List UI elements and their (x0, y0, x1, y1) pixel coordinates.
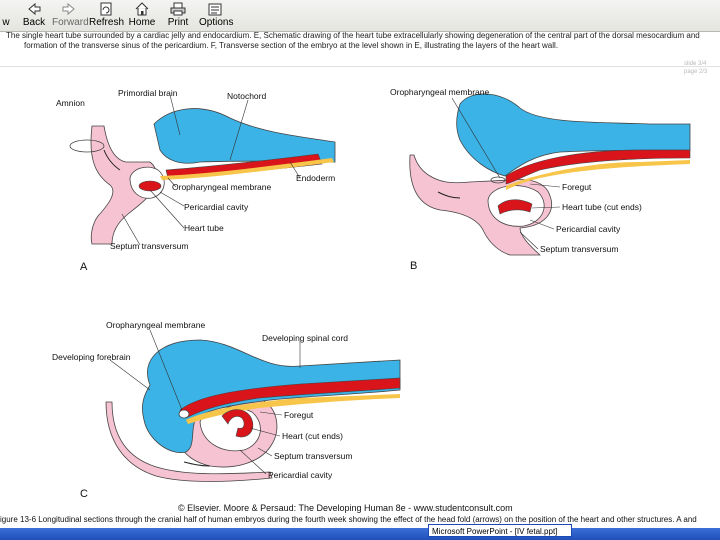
amnion-ring-a (69, 139, 105, 153)
leader-forebrain (109, 359, 151, 391)
heart-tube-a (138, 180, 162, 192)
mesoderm-a (90, 125, 158, 245)
back-button[interactable]: Back (18, 2, 50, 30)
leader-heart-c (249, 427, 281, 437)
forward-button[interactable]: Forward (52, 2, 89, 30)
pager: slide 3/4 page 2/3 (684, 60, 707, 76)
neural-tube-a (153, 108, 336, 164)
print-label: Print (167, 17, 189, 28)
leader-primordial-brain (169, 94, 181, 136)
figure-caption: igure 13-6 Longitudinal sections through… (0, 515, 697, 524)
intro-line-1: The single heart tube surrounded by a ca… (6, 31, 700, 40)
label-endoderm: Endoderm (296, 173, 335, 183)
label-heart-tube-b: Heart tube (cut ends) (562, 202, 642, 212)
leader-heart-tube-b (531, 206, 561, 209)
endoderm-b (505, 149, 691, 185)
divider (0, 66, 720, 67)
label-pericardial-a: Pericardial cavity (184, 202, 249, 212)
home-label: Home (128, 17, 156, 28)
leader-endoderm (289, 161, 301, 179)
fold-arrow-a (103, 149, 121, 171)
endoderm-c (179, 377, 401, 419)
intro-text: The single heart tube surrounded by a ca… (0, 31, 720, 51)
panel-label-c: C (80, 488, 88, 500)
label-primordial-brain: Primordial brain (118, 88, 178, 98)
leader-pericardial-a (159, 191, 185, 207)
label-oropharyngeal-c: Oropharyngeal membrane (106, 320, 205, 330)
label-oropharyngeal-a: Oropharyngeal membrane (172, 182, 271, 192)
panel-c: Oropharyngeal membrane Developing spinal… (52, 320, 401, 500)
neural-tube-b (456, 93, 691, 177)
intro-line-2: formation of the transverse sinus of the… (24, 41, 559, 50)
fold-arrow-c (183, 461, 211, 467)
leader-foregut-b (529, 183, 561, 188)
leader-foregut-c (259, 411, 283, 416)
home-icon (135, 2, 149, 16)
ectoderm-b (506, 160, 690, 190)
oropharyngeal-ring-c (178, 409, 190, 419)
panel-label-b: B (410, 260, 417, 272)
print-button[interactable]: Print (166, 2, 190, 30)
label-septum-b: Septum transversum (540, 244, 618, 254)
leader-notochord (229, 99, 249, 161)
panel-label-a: A (80, 261, 88, 273)
pager-slide: slide 3/4 (684, 61, 707, 67)
options-icon (208, 3, 222, 16)
refresh-button[interactable]: Refresh (89, 2, 125, 30)
leader-pericardial-b (529, 219, 555, 230)
label-septum-c: Septum transversum (274, 451, 352, 461)
leader-oropharyngeal-a (167, 177, 177, 188)
options-label: Options (199, 17, 234, 28)
label-oropharyngeal-b: Oropharyngeal membrane (390, 87, 489, 97)
taskbar (0, 528, 720, 540)
label-heart-tube-a: Heart tube (184, 223, 224, 233)
back-arrow-icon (28, 2, 41, 16)
leader-pericardial-c (239, 449, 267, 475)
home-button[interactable]: Home (127, 2, 157, 30)
pager-page: page 2/3 (684, 69, 708, 75)
label-forebrain: Developing forebrain (52, 352, 131, 362)
label-notochord: Notochord (227, 91, 266, 101)
heart-tube-b (497, 199, 533, 215)
label-heart-c: Heart (cut ends) (282, 431, 343, 441)
ectoderm-c (186, 394, 400, 424)
label-septum-a: Septum transversum (110, 241, 188, 251)
leader-septum-a (121, 213, 141, 246)
forward-arrow-icon (62, 2, 75, 16)
heart-c (221, 409, 254, 438)
panel-b: Oropharyngeal membrane Foregut Heart tub… (390, 87, 691, 272)
label-spinal-cord: Developing spinal cord (262, 333, 348, 343)
refresh-label: Refresh (89, 17, 125, 28)
oropharyngeal-ring-b (490, 176, 506, 184)
amnion-fold-c (105, 401, 273, 482)
view-label: w (2, 17, 10, 28)
leader-oropharyngeal-c (149, 329, 183, 411)
panel-a: Amnion Primordial brain Notochord Endode… (56, 88, 336, 273)
fold-arrow-b (437, 191, 461, 199)
options-button[interactable]: Options (199, 2, 234, 30)
view-button[interactable]: w (0, 2, 12, 30)
label-foregut-b: Foregut (562, 182, 592, 192)
label-pericardial-c: Pericardial cavity (268, 470, 333, 480)
label-amnion: Amnion (56, 98, 85, 108)
browser-toolbar: w Back Forward Refresh Home Print Option… (0, 0, 720, 32)
label-foregut-c: Foregut (284, 410, 314, 420)
printer-icon (170, 2, 186, 16)
label-pericardial-b: Pericardial cavity (556, 224, 621, 234)
ectoderm-a (160, 158, 334, 180)
leader-septum-b (519, 231, 539, 250)
copyright-line: © Elsevier. Moore & Persaud: The Develop… (178, 503, 513, 513)
leader-septum-c (257, 447, 273, 457)
taskbar-powerpoint-item[interactable]: Microsoft PowerPoint - [IV fetal.ppt] (428, 524, 572, 537)
leader-heart-tube-a (149, 189, 185, 229)
forward-label: Forward (52, 17, 89, 28)
refresh-icon (100, 2, 112, 16)
back-label: Back (22, 17, 46, 28)
leader-oropharyngeal-b (451, 97, 501, 179)
